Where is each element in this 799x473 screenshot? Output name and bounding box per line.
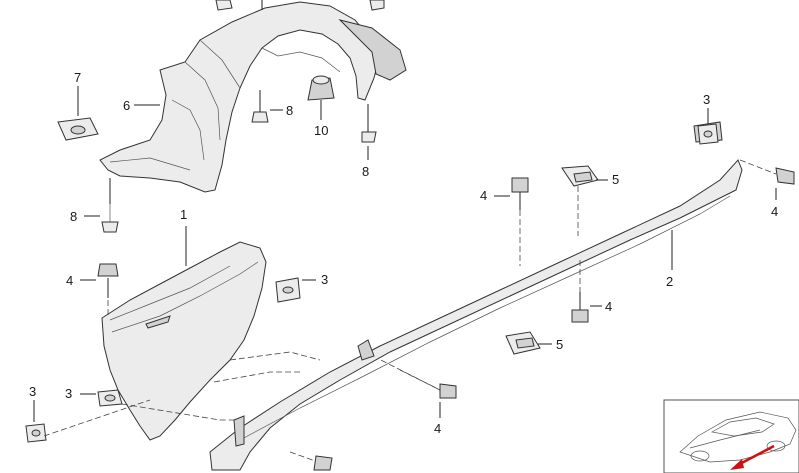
part-10-nut: 10 — [307, 75, 335, 138]
callout-4-right-end: 4 — [771, 204, 778, 219]
car-outline-icon — [679, 411, 797, 463]
part-7-clip: 7 — [57, 70, 99, 141]
clip-3-lower-left-a: 3 — [65, 386, 123, 407]
screw-4-bottom: 4 — [399, 369, 457, 436]
callout-8-right: 8 — [362, 164, 369, 179]
wheel-arch-liner — [99, 0, 407, 193]
callout-3-lower-b: 3 — [29, 384, 36, 399]
screw-4-mid-lower: 4 — [571, 260, 612, 323]
callout-5-lower: 5 — [556, 337, 563, 352]
callout-3-top: 3 — [703, 92, 710, 107]
callout-10: 10 — [314, 123, 328, 138]
screw-4-left: 4 — [66, 263, 119, 318]
callout-2: 2 — [666, 274, 673, 289]
callout-4-top-middle: 4 — [480, 188, 487, 203]
part-6-marker: 6 — [123, 98, 160, 113]
clip-3-mid: 3 — [275, 272, 328, 303]
callout-3-lower-a: 3 — [65, 386, 72, 401]
screw-8-right: 8 — [361, 104, 377, 179]
screw-4-top-middle: 4 — [480, 177, 529, 266]
callout-3-mid: 3 — [321, 272, 328, 287]
callout-1: 1 — [180, 207, 187, 222]
clip-3-lower-left-b: 3 — [25, 384, 47, 443]
callout-8-arch: 8 — [286, 103, 293, 118]
callout-5-upper: 5 — [612, 172, 619, 187]
screw-8-left: 8 — [70, 178, 119, 233]
highlight-arrow-icon — [730, 444, 775, 470]
screw-4-right-end: 4 — [739, 159, 795, 219]
vehicle-thumbnail — [663, 399, 799, 473]
callout-8-left: 8 — [70, 209, 77, 224]
clip-3-top-right: 3 — [697, 92, 719, 145]
callout-6: 6 — [123, 98, 130, 113]
clip-5-lower: 5 — [505, 331, 563, 355]
screw-8-arch: 8 — [251, 90, 293, 123]
clip-5-upper: 5 — [561, 165, 619, 236]
callout-4-left: 4 — [66, 273, 73, 288]
callout-4-bottom: 4 — [434, 421, 441, 436]
callout-7: 7 — [74, 70, 81, 85]
callout-4-mid-lower: 4 — [605, 299, 612, 314]
screw-bottom-sill — [289, 451, 333, 471]
